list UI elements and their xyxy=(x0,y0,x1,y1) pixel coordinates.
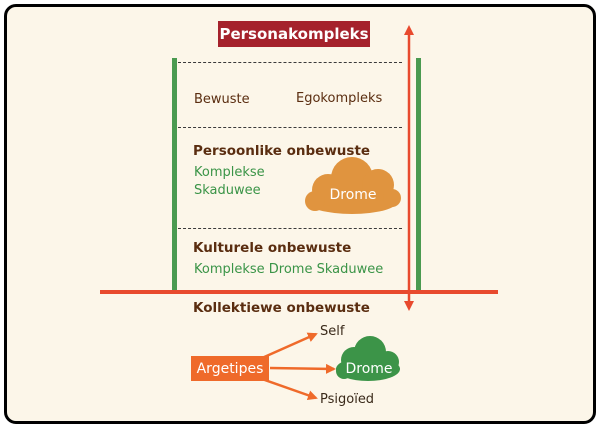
personal-complexes: Komplekse xyxy=(194,165,265,180)
cultural-contents: Komplekse Drome Skaduwee xyxy=(194,262,384,277)
right-green-bar xyxy=(416,58,421,290)
self-label: Self xyxy=(320,324,345,339)
archetypes-box: Argetipes xyxy=(191,356,269,381)
arrow-to-dreams xyxy=(269,363,336,374)
dream-cloud-collective xyxy=(336,336,400,381)
separator-conscious xyxy=(178,127,402,128)
separator-top xyxy=(178,62,402,63)
persona-title: Personakompleks xyxy=(218,21,370,47)
separator-personal xyxy=(178,228,402,229)
collective-dreams-label: Drome xyxy=(345,361,393,377)
conscious-label: Bewuste xyxy=(194,92,250,107)
collective-unconscious-heading: Kollektiewe onbewuste xyxy=(193,300,370,316)
left-green-bar xyxy=(172,58,177,290)
personal-unconscious-heading: Persoonlike onbewuste xyxy=(193,143,371,159)
diagram-frame xyxy=(4,4,596,424)
psychoid-label: Psigoïed xyxy=(320,392,375,407)
arrow-to-psychoid xyxy=(261,377,318,401)
personal-shadow: Skaduwee xyxy=(194,183,261,198)
dream-cloud-personal xyxy=(305,157,401,214)
personal-dreams-label: Drome xyxy=(329,187,377,203)
arrow-to-self xyxy=(261,332,318,360)
ego-complex-label: Egokompleks xyxy=(296,91,383,106)
collective-boundary-line xyxy=(100,290,498,294)
cultural-unconscious-heading: Kulturele onbewuste xyxy=(193,240,352,256)
